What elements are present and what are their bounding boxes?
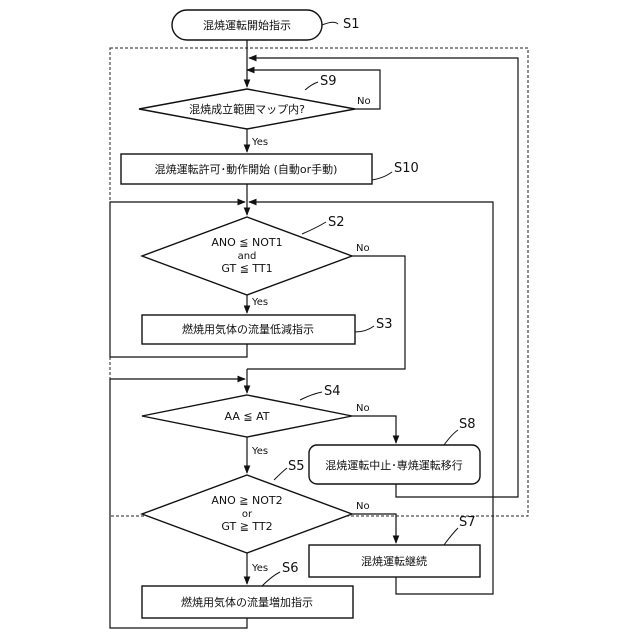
s9-yes-label: Yes bbox=[251, 137, 268, 148]
step-label-s8: S8 bbox=[459, 417, 476, 432]
decision-s9-text: 混焼成立範囲マップ内? bbox=[189, 102, 305, 116]
s4-yes-label: Yes bbox=[251, 446, 268, 457]
decision-s5-line1: ANO ≧ NOT2 bbox=[211, 494, 282, 507]
process-s10: 混焼運転許可･動作開始 (自動or手動) bbox=[121, 154, 372, 184]
decision-s5-line3: GT ≧ TT2 bbox=[221, 520, 272, 533]
decision-s4: AA ≦ AT bbox=[142, 395, 352, 437]
s5-no-label: No bbox=[356, 501, 370, 512]
step-label-s4: S4 bbox=[324, 384, 341, 399]
decision-s2-line1: ANO ≦ NOT1 bbox=[211, 236, 282, 249]
step-label-s2: S2 bbox=[328, 215, 345, 230]
process-s7: 混焼運転継続 bbox=[309, 545, 480, 577]
s9-no-label: No bbox=[357, 96, 371, 107]
step-label-s10: S10 bbox=[394, 161, 419, 176]
process-s3-text: 燃焼用気体の流量低減指示 bbox=[182, 322, 314, 336]
s1-label-leader bbox=[322, 22, 338, 25]
start-terminal-text: 混焼運転開始指示 bbox=[203, 18, 291, 32]
decision-s4-text: AA ≦ AT bbox=[225, 410, 270, 423]
start-terminal: 混焼運転開始指示 bbox=[172, 10, 322, 40]
process-s8: 混焼運転中止･専焼運転移行 bbox=[309, 445, 480, 484]
step-label-s5: S5 bbox=[288, 459, 305, 474]
s2-no-label: No bbox=[356, 243, 370, 254]
decision-s2-line3: GT ≦ TT1 bbox=[221, 262, 272, 275]
decision-s5: ANO ≧ NOT2 or GT ≧ TT2 bbox=[142, 475, 352, 553]
process-s7-text: 混焼運転継続 bbox=[361, 554, 427, 568]
decision-s2: ANO ≦ NOT1 and GT ≦ TT1 bbox=[142, 217, 352, 295]
process-s8-text: 混焼運転中止･専焼運転移行 bbox=[325, 459, 463, 472]
process-s6: 燃焼用気体の流量増加指示 bbox=[142, 586, 353, 618]
s5-yes-label: Yes bbox=[251, 563, 268, 574]
step-label-s7: S7 bbox=[459, 515, 476, 530]
s2-yes-label: Yes bbox=[251, 297, 268, 308]
step-label-s9: S9 bbox=[320, 74, 337, 89]
process-s6-text: 燃焼用気体の流量増加指示 bbox=[181, 595, 313, 609]
decision-s9: 混焼成立範囲マップ内? bbox=[139, 89, 355, 129]
step-label-s3: S3 bbox=[376, 317, 393, 332]
s4-no-label: No bbox=[356, 403, 370, 414]
decision-s5-line2: or bbox=[242, 509, 253, 520]
decision-s2-line2: and bbox=[238, 251, 257, 262]
step-label-s6: S6 bbox=[282, 561, 299, 576]
process-s3: 燃焼用気体の流量低減指示 bbox=[142, 315, 355, 344]
step-label-s1: S1 bbox=[343, 17, 360, 32]
process-s10-text: 混焼運転許可･動作開始 (自動or手動) bbox=[155, 162, 338, 176]
